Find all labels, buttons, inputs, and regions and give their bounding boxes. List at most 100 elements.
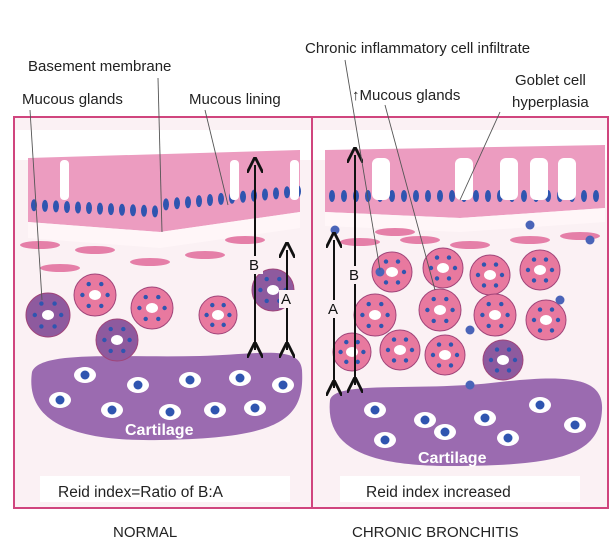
gland-nucleus bbox=[385, 347, 391, 353]
gland-nucleus bbox=[137, 305, 142, 311]
chondrocyte-nucleus bbox=[210, 405, 220, 415]
nucleus bbox=[141, 204, 147, 217]
nucleus bbox=[75, 201, 81, 214]
gland-lumen bbox=[497, 355, 509, 365]
label-basement-membrane: Basement membrane bbox=[28, 58, 171, 75]
gland-nucleus bbox=[436, 342, 442, 347]
gland-nucleus bbox=[121, 326, 126, 332]
nucleus bbox=[521, 190, 527, 202]
mucous-gland bbox=[353, 293, 397, 337]
chondrocyte-nucleus bbox=[133, 380, 143, 390]
gland-nucleus bbox=[258, 287, 263, 293]
stromal-cell bbox=[20, 241, 60, 249]
normal-caption: Reid index=Ratio of B:A bbox=[58, 484, 224, 501]
gland-lumen bbox=[439, 350, 451, 360]
nucleus bbox=[413, 190, 419, 202]
nucleus bbox=[86, 202, 92, 215]
goblet-cell bbox=[290, 160, 299, 200]
mucous-gland bbox=[198, 295, 238, 335]
mucous-gland bbox=[95, 318, 139, 362]
gland-nucleus bbox=[444, 296, 449, 302]
gland-lumen bbox=[484, 270, 496, 280]
mucous-gland bbox=[73, 273, 117, 317]
gland-nucleus bbox=[39, 324, 44, 329]
nucleus bbox=[593, 190, 599, 202]
gland-lumen bbox=[489, 310, 501, 320]
mucous-gland bbox=[469, 254, 511, 296]
gland-nucleus bbox=[210, 302, 215, 308]
gland-nucleus bbox=[543, 257, 549, 262]
nucleus bbox=[218, 192, 224, 205]
gland-nucleus bbox=[344, 339, 349, 345]
nucleus bbox=[485, 190, 491, 202]
mucous-gland bbox=[130, 286, 174, 330]
chondrocyte-nucleus bbox=[480, 413, 490, 423]
gland-lumen bbox=[437, 263, 449, 273]
chondrocytes bbox=[49, 367, 586, 448]
gland-nucleus bbox=[446, 255, 452, 260]
nucleus bbox=[185, 196, 191, 209]
nucleus bbox=[196, 195, 202, 208]
gland-lumen bbox=[369, 310, 381, 320]
stromal-cell bbox=[225, 236, 265, 244]
mucous-gland bbox=[379, 329, 421, 371]
gland-lumen bbox=[89, 290, 101, 300]
stromal-cell bbox=[185, 251, 225, 259]
gland-lumen bbox=[346, 347, 358, 357]
gland-nucleus bbox=[531, 257, 537, 262]
gland-nucleus bbox=[86, 303, 91, 309]
gland-nucleus bbox=[105, 292, 110, 298]
gland-nucleus bbox=[52, 324, 57, 329]
label-hyperplasia: hyperplasia bbox=[512, 94, 589, 111]
inflammatory-cell bbox=[525, 220, 535, 230]
bronchitis-cartilage-label: Cartilage bbox=[418, 450, 487, 467]
bronchitis-caption: Reid index increased bbox=[366, 484, 511, 501]
gland-nucleus bbox=[80, 292, 85, 298]
nucleus bbox=[119, 203, 125, 216]
gland-nucleus bbox=[537, 307, 543, 312]
label-mucous-lining: Mucous lining bbox=[189, 91, 281, 108]
nucleus bbox=[425, 190, 431, 202]
gland-nucleus bbox=[436, 363, 442, 368]
gland-nucleus bbox=[338, 349, 343, 355]
chondrocyte-nucleus bbox=[278, 380, 288, 390]
gland-lumen bbox=[386, 267, 398, 277]
nucleus bbox=[42, 199, 48, 212]
gland-nucleus bbox=[395, 259, 401, 264]
chondrocyte-nucleus bbox=[570, 420, 580, 430]
mucous-gland bbox=[424, 334, 466, 376]
gland-nucleus bbox=[525, 267, 531, 273]
gland-nucleus bbox=[481, 262, 487, 267]
chondrocyte-nucleus bbox=[380, 435, 390, 445]
goblet-cell bbox=[455, 158, 473, 200]
gland-nucleus bbox=[475, 272, 481, 278]
gland-nucleus bbox=[391, 337, 397, 342]
gland-nucleus bbox=[355, 339, 360, 345]
chondrocyte-nucleus bbox=[503, 433, 513, 443]
label-increased-mucous-glands: ↑Mucous glands bbox=[352, 87, 460, 104]
gland-nucleus bbox=[549, 307, 555, 312]
nucleus bbox=[581, 190, 587, 202]
nucleus bbox=[449, 190, 455, 202]
inflammatory-cell bbox=[585, 235, 595, 245]
gland-nucleus bbox=[264, 298, 269, 304]
gland-nucleus bbox=[227, 312, 232, 318]
gland-nucleus bbox=[506, 368, 512, 373]
gland-lumen bbox=[42, 310, 54, 320]
chondrocyte-nucleus bbox=[165, 407, 175, 417]
chondrocyte-nucleus bbox=[250, 403, 260, 413]
inflammatory-cell bbox=[375, 267, 385, 277]
gland-nucleus bbox=[143, 294, 148, 300]
goblet-cell bbox=[530, 158, 548, 200]
normal-title: NORMAL bbox=[113, 524, 177, 541]
nucleus bbox=[284, 186, 290, 199]
gland-nucleus bbox=[221, 302, 226, 308]
gland-nucleus bbox=[481, 283, 487, 288]
gland-nucleus bbox=[204, 312, 209, 318]
chondrocyte-nucleus bbox=[370, 405, 380, 415]
nucleus bbox=[130, 204, 136, 217]
gland-nucleus bbox=[383, 259, 389, 264]
gland-nucleus bbox=[39, 301, 44, 306]
gland-lumen bbox=[534, 265, 546, 275]
